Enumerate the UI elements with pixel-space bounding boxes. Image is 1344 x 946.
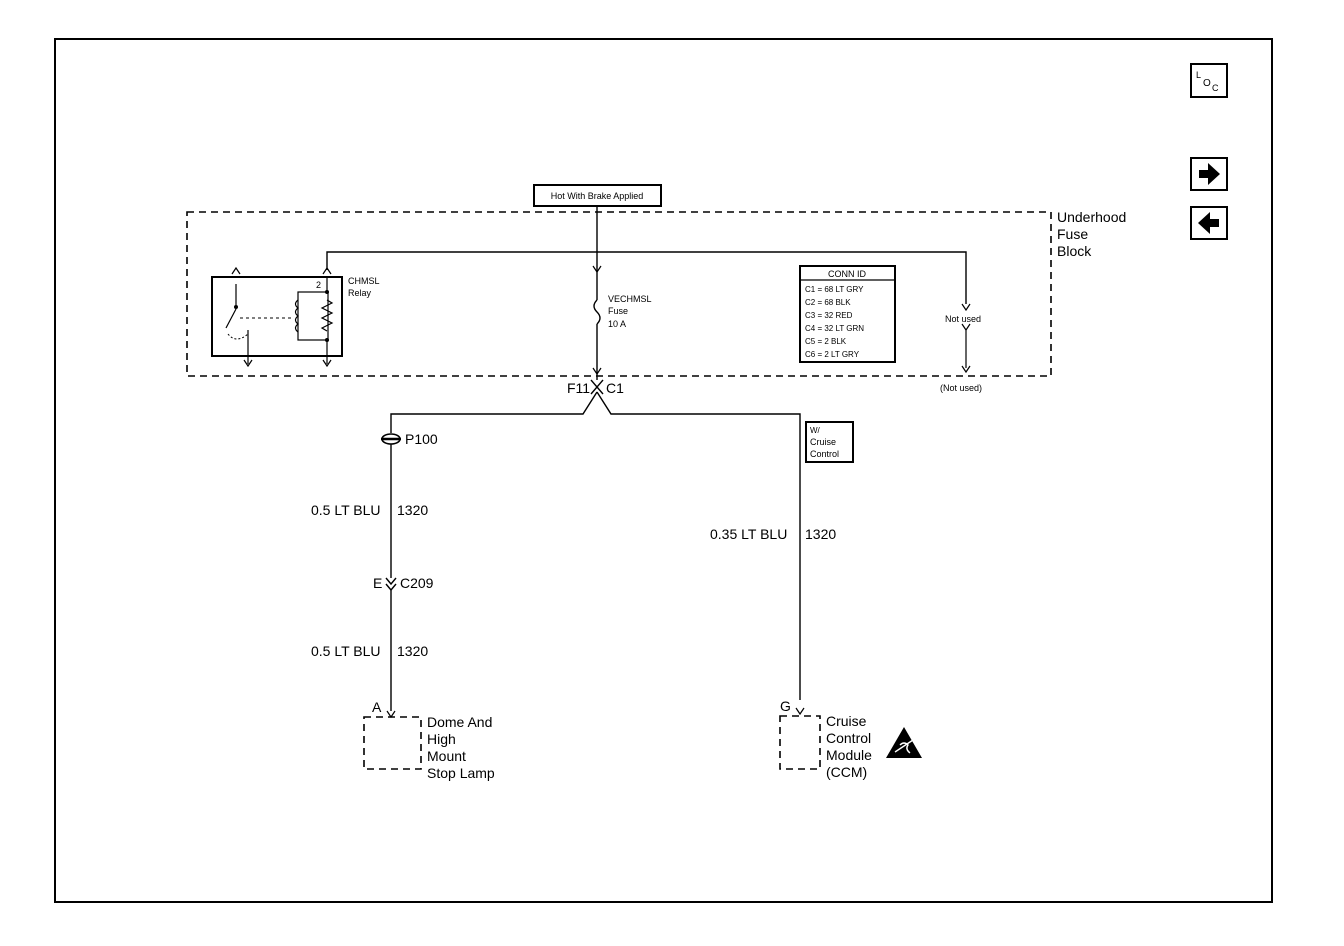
fuse-terminal-top: [592, 265, 602, 274]
fuse-block-title: Underhood Fuse Block: [1057, 209, 1126, 259]
esd-warning-icon: [886, 727, 922, 758]
conn-id-row: C3 = 32 RED: [805, 311, 853, 320]
right-branch-wire: [596, 391, 801, 700]
svg-text:CHMSL: CHMSL: [348, 276, 380, 286]
svg-text:A: A: [372, 699, 382, 715]
svg-text:C1: C1: [606, 380, 624, 396]
loc-button[interactable]: L O C: [1190, 63, 1228, 98]
svg-text:W/: W/: [810, 426, 821, 435]
svg-text:2: 2: [316, 280, 321, 290]
svg-text:Block: Block: [1057, 243, 1092, 259]
svg-text:Not used: Not used: [945, 314, 981, 324]
bus-wire: [326, 251, 967, 304]
svg-text:High: High: [427, 731, 456, 747]
svg-text:Cruise: Cruise: [810, 437, 836, 447]
conn-id-row: C2 = 68 BLK: [805, 298, 851, 307]
svg-text:Underhood: Underhood: [1057, 209, 1126, 225]
left-wire1-size: 0.5 LT BLU: [311, 502, 381, 518]
fuse-block-outline: [186, 211, 1052, 377]
cruise-control-module: G Cruise Control Module (CCM): [779, 698, 872, 780]
svg-text:Dome And: Dome And: [427, 714, 492, 730]
previous-page-button[interactable]: [1190, 206, 1228, 240]
svg-text:E: E: [373, 575, 382, 591]
right-wire-size: 0.35 LT BLU: [710, 526, 787, 542]
diagram-frame: [54, 38, 1273, 903]
svg-text:Stop Lamp: Stop Lamp: [427, 765, 495, 781]
arrow-left-icon: [1198, 212, 1219, 234]
cruise-option-label: W/ Cruise Control: [805, 421, 854, 463]
svg-text:Cruise: Cruise: [826, 713, 867, 729]
svg-text:F11: F11: [567, 380, 590, 396]
right-wire-circuit: 1320: [805, 526, 836, 542]
svg-text:(CCM): (CCM): [826, 764, 867, 780]
next-page-button[interactable]: [1190, 157, 1228, 191]
conn-id-row: C5 = 2 BLK: [805, 337, 847, 346]
not-used-circuit: Not used (Not used): [940, 303, 982, 393]
left-wire2-size: 0.5 LT BLU: [311, 643, 381, 659]
svg-text:Relay: Relay: [348, 288, 372, 298]
svg-text:Fuse: Fuse: [1057, 226, 1088, 242]
arrow-right-icon: [1199, 163, 1220, 185]
svg-text:VECHMSL: VECHMSL: [608, 294, 652, 304]
chmsl-relay-label: CHMSL Relay: [348, 276, 380, 298]
svg-text:Control: Control: [810, 449, 839, 459]
svg-text:(Not used): (Not used): [940, 383, 982, 393]
conn-id-row: C1 = 68 LT GRY: [805, 285, 864, 294]
left-wire2-circuit: 1320: [397, 643, 428, 659]
svg-text:Mount: Mount: [427, 748, 466, 764]
loc-l-letter: L: [1196, 70, 1201, 80]
svg-text:Fuse: Fuse: [608, 306, 628, 316]
svg-text:C209: C209: [400, 575, 434, 591]
left-wire1-circuit: 1320: [397, 502, 428, 518]
fuse-terminal-bottom: [592, 367, 602, 376]
svg-text:10 A: 10 A: [608, 319, 626, 329]
c209-connector: E C209: [373, 575, 434, 592]
svg-text:P100: P100: [405, 431, 438, 447]
svg-text:G: G: [780, 698, 791, 714]
svg-text:Module: Module: [826, 747, 872, 763]
connector-f11-c1: F11 C1: [567, 379, 624, 396]
loc-o-letter: O: [1203, 78, 1211, 89]
loc-c-letter: C: [1212, 83, 1219, 93]
svg-text:CONN ID: CONN ID: [828, 269, 867, 279]
chmsl-relay: 2: [211, 266, 343, 368]
conn-id-row: C6 = 2 LT GRY: [805, 350, 860, 359]
left-branch-wire: [390, 391, 598, 433]
conn-id-table: CONN ID C1 = 68 LT GRY C2 = 68 BLK C3 = …: [799, 265, 896, 363]
p100-splice: P100: [381, 431, 438, 447]
power-source-label: Hot With Brake Applied: [533, 184, 662, 207]
svg-text:Hot With Brake Applied: Hot With Brake Applied: [551, 191, 644, 201]
svg-text:Control: Control: [826, 730, 871, 746]
conn-id-row: C4 = 32 LT GRN: [805, 324, 864, 333]
vechmsl-fuse: VECHMSL Fuse 10 A: [591, 294, 652, 329]
dome-high-mount-stop-lamp: A Dome And High Mount Stop Lamp: [363, 699, 495, 781]
